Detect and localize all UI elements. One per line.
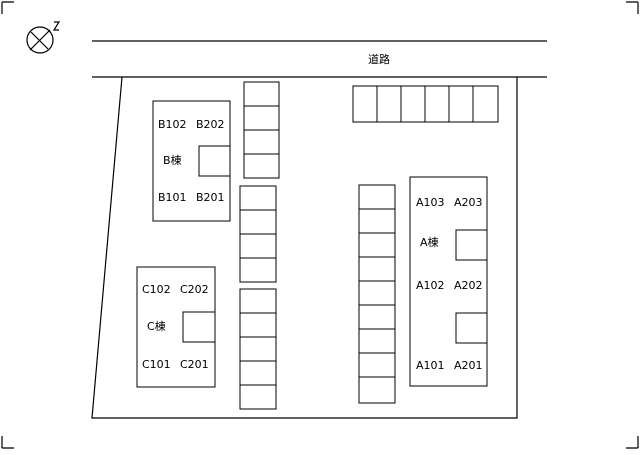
parking-column-mid2 — [239, 288, 277, 410]
corner-mark-icon — [1, 1, 14, 14]
building-b-name: B棟 — [163, 153, 182, 167]
unit-a201: A201 — [454, 359, 483, 372]
unit-c101: C101 — [142, 358, 171, 371]
unit-b102: B102 — [158, 118, 187, 131]
parking-column-b — [243, 81, 280, 179]
parking-column-right — [358, 184, 396, 404]
unit-b101: B101 — [158, 191, 187, 204]
unit-a103: A103 — [416, 196, 445, 209]
building-c-name: C棟 — [147, 319, 166, 333]
corner-mark-icon — [626, 436, 639, 449]
unit-b202: B202 — [196, 118, 225, 131]
unit-a202: A202 — [454, 279, 483, 292]
unit-c201: C201 — [180, 358, 209, 371]
unit-b201: B201 — [196, 191, 225, 204]
unit-a101: A101 — [416, 359, 445, 372]
building-b: B102 B202 B棟 B101 B201 — [152, 100, 231, 222]
unit-c202: C202 — [180, 283, 209, 296]
parking-column-mid1 — [239, 185, 277, 283]
road: 道路 — [92, 40, 547, 78]
road-label: 道路 — [368, 52, 390, 66]
corner-mark-icon — [1, 436, 14, 449]
parking-top-row — [352, 85, 499, 123]
site-boundary — [91, 76, 518, 419]
building-a: A103 A203 A棟 A102 A202 A101 A201 — [409, 176, 488, 387]
north-arrow-icon — [26, 21, 61, 54]
building-a-name: A棟 — [420, 235, 439, 249]
corner-mark-icon — [626, 1, 639, 14]
building-c: C102 C202 C棟 C101 C201 — [136, 266, 216, 388]
unit-a203: A203 — [454, 196, 483, 209]
unit-a102: A102 — [416, 279, 445, 292]
unit-c102: C102 — [142, 283, 171, 296]
